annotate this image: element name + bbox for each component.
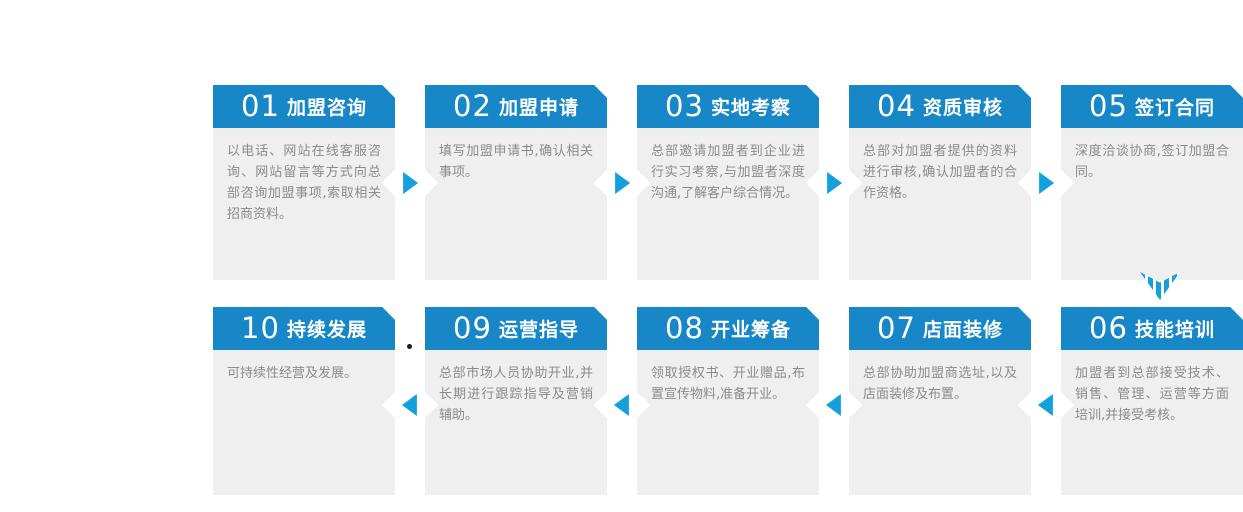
step-connector — [593, 307, 651, 495]
step-card-02: 02 加盟申请 填写加盟申请书,确认相关事项。 — [425, 85, 607, 280]
step-description: 总部邀请加盟者到企业进行实习考察,与加盟者深度沟通,了解客户综合情况。 — [637, 128, 819, 280]
step-title: 签订合同 — [1134, 97, 1215, 119]
step-header: 04 资质审核 — [849, 85, 1031, 128]
step-number: 09 — [453, 311, 492, 345]
arrow-right-icon — [1039, 172, 1055, 194]
step-number: 05 — [1089, 89, 1128, 123]
step-header: 03 实地考察 — [637, 85, 819, 128]
step-title: 开业筹备 — [710, 319, 791, 341]
step-number: 04 — [877, 89, 916, 123]
step-header: 02 加盟申请 — [425, 85, 607, 128]
step-header: 06 技能培训 — [1061, 307, 1243, 350]
step-title: 持续发展 — [286, 319, 367, 341]
step-description: 以电话、网站在线客服咨询、网站留言等方式向总部咨询加盟事项,索取相关招商资料。 — [213, 128, 395, 280]
arrow-left-icon — [825, 394, 841, 416]
step-header: 09 运营指导 — [425, 307, 607, 350]
step-number: 10 — [241, 311, 280, 345]
step-title: 加盟申请 — [498, 97, 579, 119]
step-connector — [381, 307, 439, 495]
step-connector — [1017, 85, 1075, 280]
step-header: 08 开业筹备 — [637, 307, 819, 350]
step-number: 08 — [665, 311, 704, 345]
arrow-right-icon — [827, 172, 843, 194]
step-description: 可持续性经营及发展。 — [213, 350, 395, 495]
step-header: 05 签订合同 — [1061, 85, 1243, 128]
step-number: 06 — [1089, 311, 1128, 345]
step-number: 01 — [241, 89, 280, 123]
step-connector — [805, 307, 863, 495]
step-connector — [1017, 307, 1075, 495]
arrow-right-icon — [615, 172, 631, 194]
step-title: 技能培训 — [1134, 319, 1215, 341]
step-title: 运营指导 — [498, 319, 579, 341]
arrow-left-icon — [1037, 394, 1053, 416]
step-description: 总部市场人员协助开业,并长期进行跟踪指导及营销辅助。 — [425, 350, 607, 495]
step-description: 总部协助加盟商选址,以及店面装修及布置。 — [849, 350, 1031, 495]
step-description: 深度洽谈协商,签订加盟合同。 — [1061, 128, 1243, 280]
step-number: 07 — [877, 311, 916, 345]
step-connector — [805, 85, 863, 280]
process-row-2: 10 持续发展 可持续性经营及发展。 09 运营指导 总部市场人员协助开业,并长… — [213, 307, 1243, 495]
decorative-dot — [407, 344, 412, 349]
step-title: 加盟咨询 — [286, 97, 367, 119]
step-title: 资质审核 — [922, 97, 1003, 119]
step-card-04: 04 资质审核 总部对加盟者提供的资料进行审核,确认加盟者的合作资格。 — [849, 85, 1031, 280]
step-description: 总部对加盟者提供的资料进行审核,确认加盟者的合作资格。 — [849, 128, 1031, 280]
step-header: 01 加盟咨询 — [213, 85, 395, 128]
step-card-06: 06 技能培训 加盟者到总部接受技术、销售、管理、运营等方面培训,并接受考核。 — [1061, 307, 1243, 495]
step-description: 领取授权书、开业赠品,布置宣传物料,准备开业。 — [637, 350, 819, 495]
step-header: 10 持续发展 — [213, 307, 395, 350]
arrow-left-icon — [613, 394, 629, 416]
step-card-01: 01 加盟咨询 以电话、网站在线客服咨询、网站留言等方式向总部咨询加盟事项,索取… — [213, 85, 395, 280]
step-header: 07 店面装修 — [849, 307, 1031, 350]
step-connector — [593, 85, 651, 280]
arrow-left-icon — [401, 394, 417, 416]
step-card-07: 07 店面装修 总部协助加盟商选址,以及店面装修及布置。 — [849, 307, 1031, 495]
step-description: 填写加盟申请书,确认相关事项。 — [425, 128, 607, 280]
step-description: 加盟者到总部接受技术、销售、管理、运营等方面培训,并接受考核。 — [1061, 350, 1243, 495]
step-number: 03 — [665, 89, 704, 123]
step-connector — [381, 85, 439, 280]
step-card-05: 05 签订合同 深度洽谈协商,签订加盟合同。 — [1061, 85, 1243, 280]
step-card-08: 08 开业筹备 领取授权书、开业赠品,布置宣传物料,准备开业。 — [637, 307, 819, 495]
step-title: 店面装修 — [922, 319, 1003, 341]
step-number: 02 — [453, 89, 492, 123]
step-card-09: 09 运营指导 总部市场人员协助开业,并长期进行跟踪指导及营销辅助。 — [425, 307, 607, 495]
arrow-right-icon — [403, 172, 419, 194]
step-card-10: 10 持续发展 可持续性经营及发展。 — [213, 307, 395, 495]
step-title: 实地考察 — [710, 97, 791, 119]
process-row-1: 01 加盟咨询 以电话、网站在线客服咨询、网站留言等方式向总部咨询加盟事项,索取… — [213, 85, 1243, 280]
step-card-03: 03 实地考察 总部邀请加盟者到企业进行实习考察,与加盟者深度沟通,了解客户综合… — [637, 85, 819, 280]
